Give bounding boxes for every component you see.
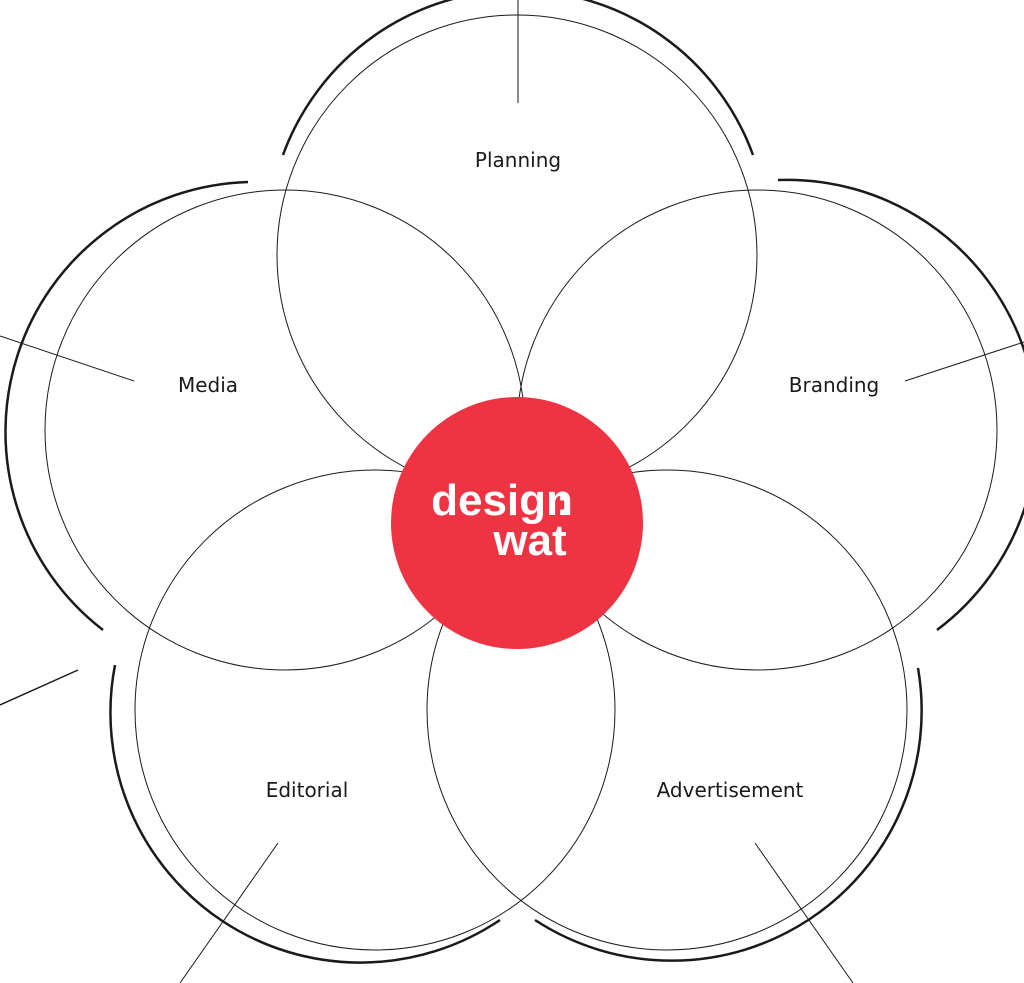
- connector-line-media: [0, 335, 135, 382]
- outer-arc-branding: [777, 178, 1024, 631]
- petal-circle-advertisement: [426, 469, 908, 951]
- outer-arc-editorial: [109, 664, 501, 964]
- outer-arc-advertisement: [534, 667, 923, 962]
- logo-separator: :: [556, 480, 569, 524]
- label-branding: Branding: [789, 373, 880, 397]
- connector-line-advertisement: [754, 842, 854, 983]
- outer-arc-planning: [281, 0, 755, 156]
- connector-line-branding: [904, 341, 1024, 382]
- center-logo: design : wat: [391, 397, 643, 649]
- connector-line-editorial: [179, 842, 279, 983]
- label-media: Media: [178, 373, 238, 397]
- petal-labels: Planning Branding Advertisement Editoria…: [178, 148, 879, 802]
- petal-circle-editorial: [134, 469, 616, 951]
- outer-arc-media: [4, 180, 249, 631]
- logo-disc: [391, 397, 643, 649]
- label-planning: Planning: [475, 148, 561, 172]
- label-editorial: Editorial: [266, 778, 349, 802]
- logo-text-wat: wat: [492, 516, 567, 565]
- accent-line: [0, 669, 79, 706]
- label-advertisement: Advertisement: [657, 778, 804, 802]
- logo-text-design: design: [431, 476, 573, 525]
